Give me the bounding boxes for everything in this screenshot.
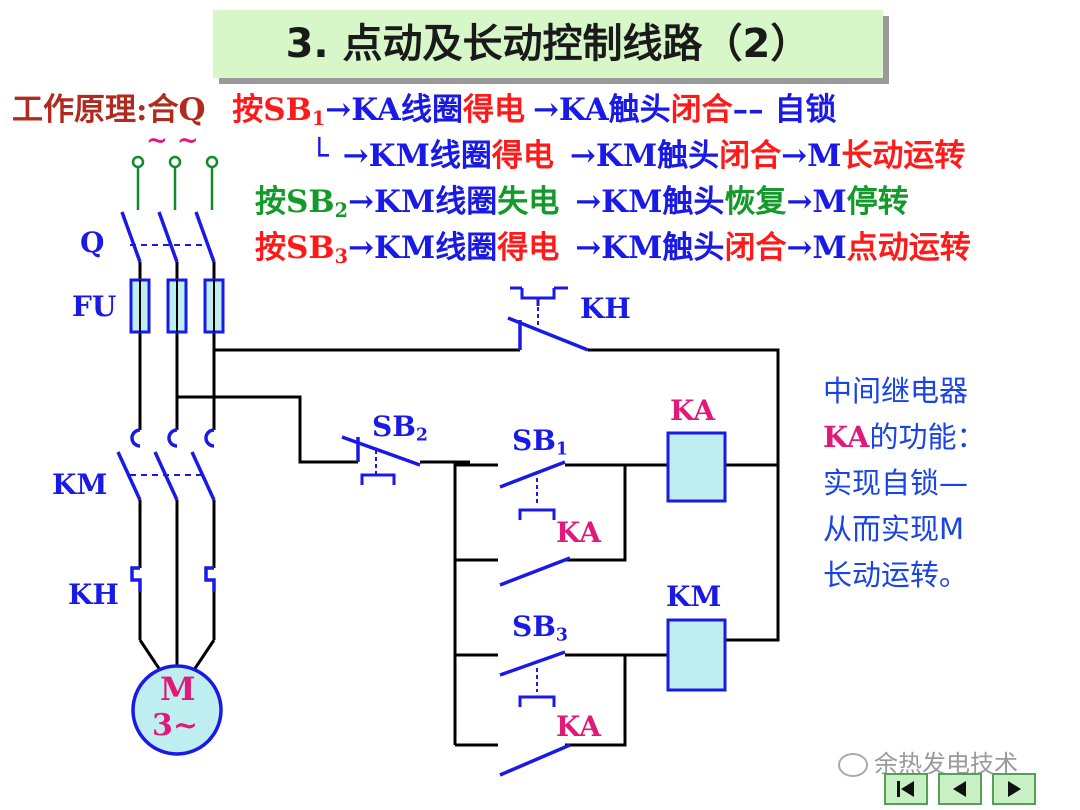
km-contact-text: →KM触头 <box>569 138 720 174</box>
energized-text: 得电 <box>462 92 525 128</box>
energized-text: 得电 <box>497 230 560 266</box>
sb1-label: SB1 <box>512 424 568 460</box>
long-run-text: 长动运转 <box>841 138 966 174</box>
principle-heading: 工作原理: <box>12 92 148 128</box>
note-line-3: 实现自锁— <box>823 466 969 500</box>
motor-text: →M <box>786 184 847 220</box>
control-wires <box>177 348 780 747</box>
jog-run-text: 点动运转 <box>846 230 971 266</box>
motor-m-label: M <box>160 670 196 708</box>
next-page-icon <box>1008 781 1021 797</box>
branch-connector: └ <box>310 138 329 174</box>
ka-contact-1 <box>499 556 571 587</box>
ka-coil-label: KA <box>670 394 715 427</box>
first-page-icon <box>897 781 914 797</box>
restore-text: 恢复 <box>724 184 787 220</box>
ka-contact-text: →KA触头 <box>532 92 671 128</box>
km-contact-text: →KM触头 <box>575 230 725 266</box>
previous-page-button[interactable] <box>938 773 982 805</box>
main-power-lines <box>116 211 216 671</box>
ka-coil <box>666 431 727 503</box>
note-line-2: KA的功能： <box>823 420 986 454</box>
stop-text: 停转 <box>846 184 909 220</box>
self-lock-text: –– 自锁 <box>732 92 837 128</box>
sb2-stop-button <box>341 435 421 485</box>
q-label: Q <box>80 226 105 259</box>
ka-contact-2-label: KA <box>556 710 601 743</box>
km-contact-text: →KM触头 <box>575 184 725 220</box>
ka-contact-1-label: KA <box>556 516 601 549</box>
km-coil-text: →KM线圈 <box>347 184 498 220</box>
supply-terminals <box>131 155 219 210</box>
page-title: 3. 点动及长动控制线路（2） <box>285 21 811 67</box>
kh-aux-contact <box>507 286 589 352</box>
press-sb3: 按SB3 <box>255 230 348 268</box>
km-coil-text: →KM线圈 <box>342 138 492 174</box>
principle-line-2: └ →KM线圈得电 →KM触头闭合→M长动运转 <box>310 130 965 175</box>
motor <box>131 664 223 756</box>
km-main-label: KM <box>52 468 108 501</box>
motor-phase-label: 3~ <box>152 708 199 743</box>
note-line-4: 从而实现M <box>823 512 965 546</box>
km-coil-label: KM <box>666 580 722 613</box>
fu-label: FU <box>72 290 117 323</box>
closed-text: 闭合 <box>719 138 782 174</box>
kh-main-label: KH <box>68 578 119 611</box>
ka-contact-2 <box>499 743 571 777</box>
sb3-label: SB3 <box>512 610 568 646</box>
km-coil-text: →KM线圈 <box>347 230 498 266</box>
watermark: 余热发电技术 <box>838 744 1018 779</box>
title-box: 3. 点动及长动控制线路（2） <box>213 10 883 78</box>
note-line-5: 长动运转。 <box>823 558 969 592</box>
kh-aux-label: KH <box>580 292 631 325</box>
closed-text: 闭合 <box>724 230 787 266</box>
close-q-text: 合Q <box>147 92 206 128</box>
first-page-button[interactable] <box>884 773 928 805</box>
fuses <box>129 278 225 334</box>
previous-page-icon <box>953 781 966 797</box>
closed-text: 闭合 <box>670 92 733 128</box>
motor-text: →M <box>786 230 847 266</box>
supply-tilde-label: ~ ~ <box>146 126 199 156</box>
km-coil <box>666 618 727 692</box>
principle-line-3: 按SB2→KM线圈失电 →KM触头恢复→M停转 <box>255 176 909 222</box>
de-energized-text: 失电 <box>497 184 560 220</box>
principle-line-1: 工作原理:合Q 按SB1→KA线圈得电→KA触头闭合–– 自锁 <box>12 84 836 130</box>
motor-text: →M <box>781 138 842 174</box>
wechat-icon <box>838 753 868 777</box>
ka-coil-text: →KA线圈 <box>325 92 463 128</box>
press-sb2: 按SB2 <box>255 184 348 222</box>
energized-text: 得电 <box>491 138 554 174</box>
press-sb1: 按SB1 <box>232 92 326 130</box>
ka-function-note: 中间继电器 KA的功能： 实现自锁— 从而实现M 长动运转。 <box>823 368 1043 598</box>
sb3-button <box>499 650 566 707</box>
principle-line-4: 按SB3→KM线圈得电 →KM触头闭合→M点动运转 <box>255 222 971 268</box>
next-page-button[interactable] <box>992 773 1036 805</box>
sb2-label: SB2 <box>372 410 428 446</box>
note-line-1: 中间继电器 <box>823 374 969 408</box>
sb1-button <box>499 460 566 520</box>
